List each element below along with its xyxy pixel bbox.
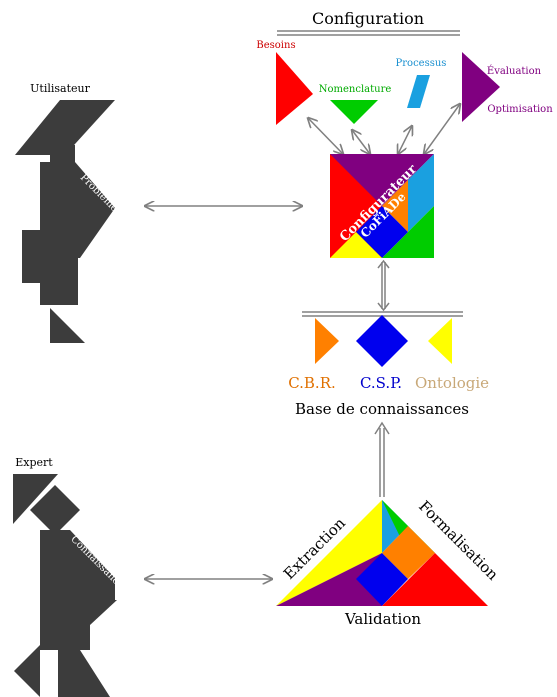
expert-hand	[90, 600, 117, 625]
besoins-piece	[276, 52, 313, 125]
arrow-besoins	[308, 118, 343, 154]
kb-title: Base de connaissances	[295, 400, 469, 418]
arrow-nomenclature	[352, 130, 370, 154]
expert-hip	[40, 600, 90, 650]
configurator-yellow-piece	[330, 232, 382, 258]
nomenclature-label: Nomenclature	[319, 84, 392, 95]
link-config-kb-head-down	[377, 302, 390, 312]
acq-orange-piece	[382, 526, 435, 579]
expert-label: Expert	[15, 456, 53, 469]
user-hat	[15, 100, 115, 155]
validation-label: Validation	[344, 610, 421, 628]
ontology-piece	[428, 318, 452, 364]
link-acq-kb-head	[374, 421, 390, 435]
processus-label: Processus	[396, 58, 447, 69]
processus-piece	[407, 75, 430, 108]
expert-figure	[13, 474, 117, 697]
user-arm	[22, 230, 55, 283]
expert-body	[40, 530, 115, 600]
evaluation-piece	[462, 52, 500, 122]
link-config-kb-head-up	[377, 259, 390, 269]
csp-piece	[356, 315, 408, 367]
configurator-orange-piece	[382, 180, 408, 232]
besoins-label: Besoins	[256, 40, 295, 51]
nomenclature-piece	[330, 100, 378, 124]
configurator-square	[330, 154, 434, 258]
acq-purple-piece	[276, 553, 382, 606]
arrow-processus	[398, 126, 412, 154]
configurator-purple-piece	[330, 154, 434, 206]
acq-red-piece	[382, 553, 488, 606]
ontology-label: Ontologie	[415, 374, 489, 392]
expert-right-leg	[58, 650, 110, 697]
user-figure	[15, 100, 115, 343]
acquisition-triangle	[276, 500, 488, 606]
csp-label: C.S.P.	[360, 374, 402, 392]
user-foot	[50, 308, 85, 343]
expert-hat	[13, 474, 58, 524]
acq-yellow-piece	[276, 500, 382, 606]
expert-left-foot	[14, 645, 40, 697]
user-label: Utilisateur	[30, 82, 90, 95]
user-leg	[40, 255, 78, 305]
cbr-piece	[315, 318, 339, 364]
user-head	[50, 145, 75, 165]
user-body	[40, 162, 115, 258]
arrow-evaluation	[424, 104, 460, 154]
optimisation-label: Optimisation	[487, 104, 553, 115]
cbr-label: C.B.R.	[288, 374, 336, 392]
acq-blue-piece	[356, 553, 408, 606]
expert-head	[30, 485, 80, 535]
evaluation-label: Évaluation	[487, 65, 542, 77]
configuration-title: Configuration	[312, 9, 424, 28]
